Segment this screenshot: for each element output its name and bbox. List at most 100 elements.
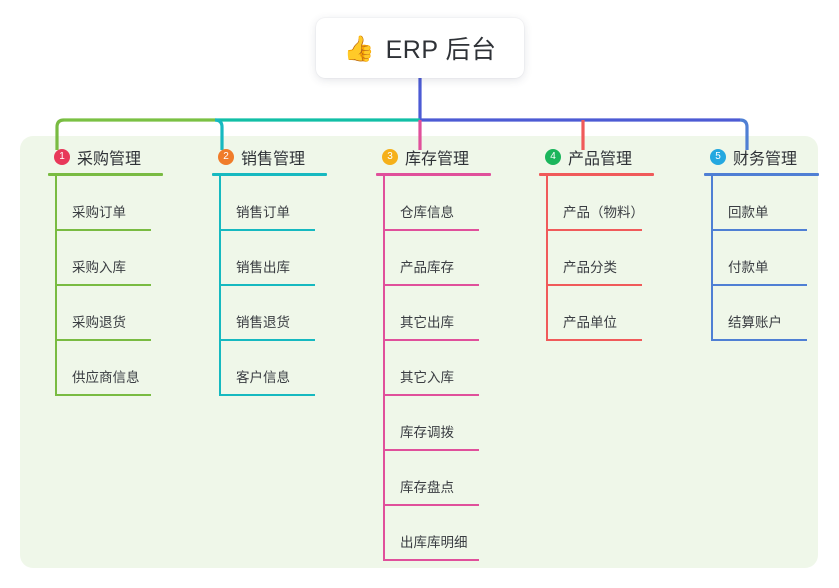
leaf-node-label: 库存调拨 — [400, 425, 454, 440]
branch-column-3: 3 库存管理仓库信息产品库存其它出库其它入库库存调拨库存盘点出库库明细 — [364, 146, 529, 561]
leaf-node-underline — [219, 394, 315, 396]
leaf-node[interactable]: 其它出库 — [383, 286, 529, 341]
branch-badge-3: 3 — [382, 149, 398, 165]
branch-header-3[interactable]: 3 库存管理 — [364, 146, 529, 168]
leaf-node-underline — [219, 284, 315, 286]
branch-title-5: 财务管理 — [733, 151, 798, 168]
leaf-node[interactable]: 库存调拨 — [383, 396, 529, 451]
leaf-node-label: 采购订单 — [72, 205, 126, 220]
leaf-node-label: 客户信息 — [236, 370, 290, 385]
diagram-panel — [20, 136, 818, 568]
leaf-node-label: 出库库明细 — [400, 535, 468, 550]
leaf-node-underline — [711, 284, 807, 286]
branch-title-4: 产品管理 — [568, 151, 633, 168]
branch-underline-4 — [539, 173, 654, 176]
root-node-title: ERP 后台 — [385, 36, 497, 64]
leaf-node[interactable]: 产品（物料） — [546, 176, 692, 231]
leaf-node-label: 采购退货 — [72, 315, 126, 330]
leaf-node-label: 库存盘点 — [400, 480, 454, 495]
leaf-node[interactable]: 销售订单 — [219, 176, 365, 231]
branch-spine-3 — [383, 176, 385, 561]
branch-header-1[interactable]: 1 采购管理 — [36, 146, 201, 168]
leaf-node[interactable]: 供应商信息 — [55, 341, 201, 396]
leaf-node-underline — [55, 284, 151, 286]
leaf-node[interactable]: 回款单 — [711, 176, 839, 231]
root-node-card[interactable]: 👍 ERP 后台 — [316, 18, 524, 78]
leaf-node-underline — [711, 229, 807, 231]
leaf-node-underline — [383, 504, 479, 506]
leaf-node[interactable]: 产品库存 — [383, 231, 529, 286]
leaf-node[interactable]: 采购入库 — [55, 231, 201, 286]
branch-header-2[interactable]: 2 销售管理 — [200, 146, 365, 168]
branch-header-4[interactable]: 4 产品管理 — [527, 146, 692, 168]
leaf-node-label: 回款单 — [728, 205, 769, 220]
branch-underline-3 — [376, 173, 491, 176]
leaf-node[interactable]: 销售出库 — [219, 231, 365, 286]
leaf-node-label: 产品单位 — [563, 315, 617, 330]
leaf-node-underline — [711, 339, 807, 341]
branch-item-list-5: 回款单付款单结算账户 — [711, 176, 839, 341]
leaf-node[interactable]: 客户信息 — [219, 341, 365, 396]
branch-title-2: 销售管理 — [241, 151, 306, 168]
branch-item-list-4: 产品（物料） 产品分类产品单位 — [546, 176, 692, 341]
branch-column-4: 4 产品管理产品（物料） 产品分类产品单位 — [527, 146, 692, 341]
leaf-node-label: 销售出库 — [236, 260, 290, 275]
branch-item-list-3: 仓库信息产品库存其它出库其它入库库存调拨库存盘点出库库明细 — [383, 176, 529, 561]
leaf-node-label: 结算账户 — [728, 315, 782, 330]
leaf-node[interactable]: 采购订单 — [55, 176, 201, 231]
branch-header-5[interactable]: 5 财务管理 — [692, 146, 839, 168]
leaf-node-underline — [546, 229, 642, 231]
leaf-node[interactable]: 其它入库 — [383, 341, 529, 396]
leaf-node[interactable]: 付款单 — [711, 231, 839, 286]
branch-spine-4 — [546, 176, 548, 341]
leaf-node-label: 产品库存 — [400, 260, 454, 275]
branch-underline-2 — [212, 173, 327, 176]
leaf-node-underline — [219, 229, 315, 231]
leaf-node[interactable]: 出库库明细 — [383, 506, 529, 561]
leaf-node-underline — [383, 449, 479, 451]
branch-spine-1 — [55, 176, 57, 396]
leaf-node-underline — [55, 229, 151, 231]
leaf-node-underline — [383, 339, 479, 341]
branch-badge-1: 1 — [54, 149, 70, 165]
leaf-node-underline — [219, 339, 315, 341]
leaf-node[interactable]: 产品单位 — [546, 286, 692, 341]
leaf-node-label: 采购入库 — [72, 260, 126, 275]
leaf-node-label: 产品分类 — [563, 260, 617, 275]
leaf-node-label: 付款单 — [728, 260, 769, 275]
leaf-node-underline — [383, 284, 479, 286]
branch-column-2: 2 销售管理销售订单销售出库销售退货客户信息 — [200, 146, 365, 396]
leaf-node[interactable]: 销售退货 — [219, 286, 365, 341]
leaf-node-label: 供应商信息 — [72, 370, 140, 385]
branch-badge-5: 5 — [710, 149, 726, 165]
leaf-node-underline — [546, 284, 642, 286]
branch-underline-5 — [704, 173, 819, 176]
leaf-node-label: 其它入库 — [400, 370, 454, 385]
leaf-node-label: 销售订单 — [236, 205, 290, 220]
branch-item-list-2: 销售订单销售出库销售退货客户信息 — [219, 176, 365, 396]
branch-spine-2 — [219, 176, 221, 396]
leaf-node-label: 产品（物料） — [563, 205, 644, 220]
thumbs-up-icon: 👍 — [343, 33, 375, 63]
leaf-node-label: 仓库信息 — [400, 205, 454, 220]
branch-column-5: 5 财务管理回款单付款单结算账户 — [692, 146, 839, 341]
leaf-node[interactable]: 结算账户 — [711, 286, 839, 341]
leaf-node[interactable]: 产品分类 — [546, 231, 692, 286]
leaf-node[interactable]: 采购退货 — [55, 286, 201, 341]
branch-badge-4: 4 — [545, 149, 561, 165]
leaf-node-label: 销售退货 — [236, 315, 290, 330]
branch-spine-5 — [711, 176, 713, 341]
leaf-node-label: 其它出库 — [400, 315, 454, 330]
leaf-node[interactable]: 库存盘点 — [383, 451, 529, 506]
branch-title-1: 采购管理 — [77, 151, 142, 168]
leaf-node-underline — [383, 229, 479, 231]
branch-column-1: 1 采购管理采购订单采购入库采购退货供应商信息 — [36, 146, 201, 396]
branch-title-3: 库存管理 — [405, 151, 470, 168]
leaf-node-underline — [55, 394, 151, 396]
leaf-node[interactable]: 仓库信息 — [383, 176, 529, 231]
leaf-node-underline — [383, 559, 479, 561]
branch-item-list-1: 采购订单采购入库采购退货供应商信息 — [55, 176, 201, 396]
branch-badge-2: 2 — [218, 149, 234, 165]
root-node-content: 👍 ERP 后台 — [343, 30, 496, 66]
